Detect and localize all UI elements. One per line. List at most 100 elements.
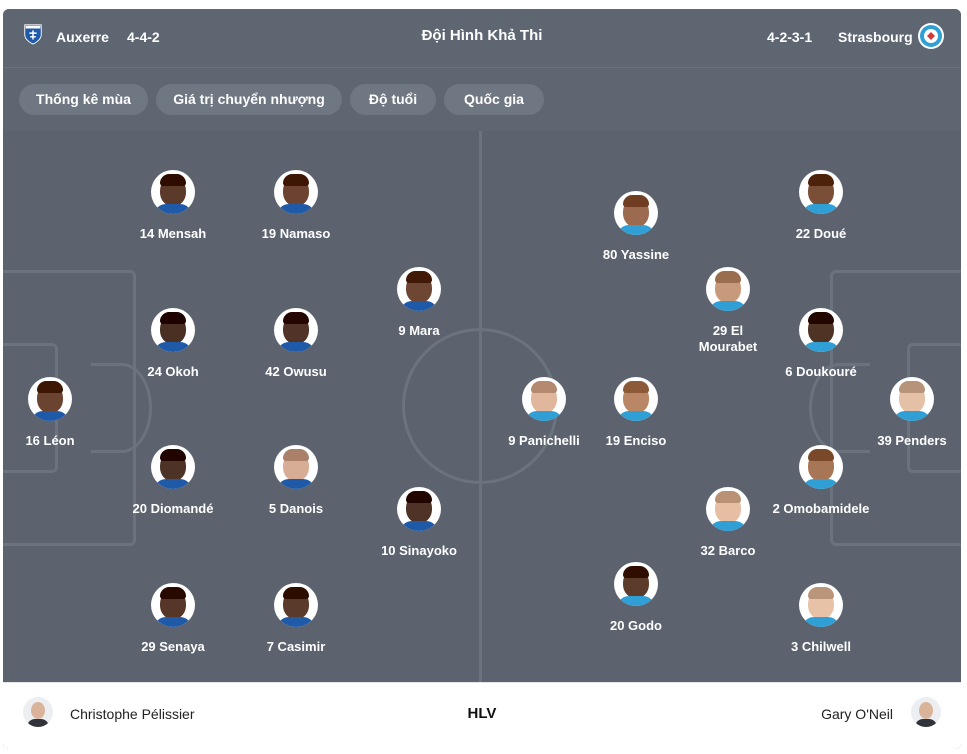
- player-photo: [799, 445, 843, 489]
- home-coach-name[interactable]: Christophe Pélissier: [70, 706, 195, 722]
- player-hair: [623, 381, 649, 393]
- player-hair: [406, 491, 432, 503]
- player-label: 19 Enciso: [605, 433, 667, 448]
- away-team-name[interactable]: Strasbourg: [838, 29, 913, 45]
- player-hair: [160, 587, 186, 599]
- away-player-enciso[interactable]: 19 Enciso: [581, 377, 691, 449]
- player-hair: [37, 381, 63, 393]
- coach-shirt: [27, 719, 49, 727]
- home-player-mensah[interactable]: 14 Mensah: [118, 170, 228, 242]
- player-shirt: [802, 342, 840, 352]
- player-photo: [397, 487, 441, 531]
- player-label: 24 Okoh: [147, 364, 199, 379]
- away-player-yassine[interactable]: 80 Yassine: [581, 191, 691, 263]
- player-photo: [274, 308, 318, 352]
- away-player-barco[interactable]: 32 Barco: [673, 487, 783, 559]
- player-photo: [397, 267, 441, 311]
- home-player-sinayoko[interactable]: 10 Sinayoko: [364, 487, 474, 559]
- player-hair: [283, 449, 309, 461]
- player-label: 29 Senaya: [141, 639, 205, 654]
- player-shirt: [617, 596, 655, 606]
- home-team-name[interactable]: Auxerre: [56, 29, 109, 45]
- player-shirt: [802, 204, 840, 214]
- home-player-diomande[interactable]: 20 Diomandé: [118, 445, 228, 517]
- coach-label: HLV: [467, 705, 497, 722]
- lineup-header: Auxerre 4-4-2 Đội Hình Khả Thi 4-2-3-1 S…: [3, 9, 961, 68]
- player-label: 5 Danois: [268, 501, 324, 516]
- home-formation: 4-4-2: [127, 29, 160, 45]
- player-label: 9 Mara: [398, 323, 440, 338]
- away-player-penders[interactable]: 39 Penders: [867, 377, 957, 449]
- away-coach-avatar[interactable]: [911, 697, 941, 727]
- player-hair: [808, 449, 834, 461]
- away-player-godo[interactable]: 20 Godo: [581, 562, 691, 634]
- player-hair: [160, 449, 186, 461]
- home-player-mara[interactable]: 9 Mara: [364, 267, 474, 339]
- player-photo: [274, 170, 318, 214]
- player-label: 9 Panichelli: [508, 433, 580, 448]
- player-photo: [799, 308, 843, 352]
- player-label: 20 Godo: [609, 618, 662, 633]
- player-shirt: [154, 479, 192, 489]
- away-player-panichelli[interactable]: 9 Panichelli: [489, 377, 599, 449]
- coach-shirt: [915, 719, 937, 727]
- home-player-leon[interactable]: 16 Léon: [3, 377, 105, 449]
- player-hair: [283, 174, 309, 186]
- home-player-okoh[interactable]: 24 Okoh: [118, 308, 228, 380]
- player-shirt: [154, 204, 192, 214]
- home-player-danois[interactable]: 5 Danois: [241, 445, 351, 517]
- player-shirt: [617, 411, 655, 421]
- player-photo: [706, 487, 750, 531]
- player-photo: [614, 191, 658, 235]
- filter-season-stats[interactable]: Thống kê mùa: [19, 84, 148, 115]
- player-hair: [283, 587, 309, 599]
- player-label: 39 Penders: [877, 433, 947, 448]
- player-shirt: [277, 342, 315, 352]
- filter-bar: Thống kê mùa Giá trị chuyển nhượng Độ tu…: [3, 68, 961, 130]
- player-shirt: [277, 204, 315, 214]
- player-photo: [151, 583, 195, 627]
- filter-age[interactable]: Độ tuổi: [350, 84, 436, 115]
- away-player-el-mourabet[interactable]: 29 El Mourabet: [688, 267, 768, 355]
- away-player-chilwell[interactable]: 3 Chilwell: [766, 583, 876, 655]
- player-shirt: [31, 411, 69, 421]
- player-shirt: [400, 301, 438, 311]
- player-label: 80 Yassine: [602, 247, 670, 262]
- away-player-doue[interactable]: 22 Doué: [766, 170, 876, 242]
- player-hair: [406, 271, 432, 283]
- player-shirt: [154, 617, 192, 627]
- coaches-row: Christophe Pélissier HLV Gary O'Neil: [3, 682, 961, 749]
- home-player-casimir[interactable]: 7 Casimir: [241, 583, 351, 655]
- player-photo: [799, 170, 843, 214]
- player-hair: [808, 174, 834, 186]
- home-player-owusu[interactable]: 42 Owusu: [241, 308, 351, 380]
- player-shirt: [277, 617, 315, 627]
- player-hair: [715, 491, 741, 503]
- away-player-doukoure[interactable]: 6 Doukouré: [766, 308, 876, 380]
- home-player-senaya[interactable]: 29 Senaya: [118, 583, 228, 655]
- player-shirt: [617, 225, 655, 235]
- filter-country[interactable]: Quốc gia: [444, 84, 544, 115]
- away-player-omobamidele[interactable]: 2 Omobamidele: [771, 445, 871, 517]
- player-photo: [151, 445, 195, 489]
- player-hair: [899, 381, 925, 393]
- coach-face: [31, 702, 45, 719]
- player-photo: [28, 377, 72, 421]
- player-hair: [160, 312, 186, 324]
- home-player-namaso[interactable]: 19 Namaso: [241, 170, 351, 242]
- player-photo: [151, 170, 195, 214]
- auxerre-logo-icon[interactable]: [22, 23, 44, 45]
- away-coach-name[interactable]: Gary O'Neil: [821, 706, 893, 722]
- filter-transfer-value[interactable]: Giá trị chuyển nhượng: [156, 84, 342, 115]
- player-photo: [614, 377, 658, 421]
- player-hair: [160, 174, 186, 186]
- player-label: 16 Léon: [25, 433, 75, 448]
- player-hair: [623, 566, 649, 578]
- strasbourg-logo-icon[interactable]: [917, 22, 945, 50]
- player-photo: [799, 583, 843, 627]
- home-penalty-arc: [91, 363, 152, 453]
- home-coach-avatar[interactable]: [23, 697, 53, 727]
- player-shirt: [893, 411, 931, 421]
- player-label: 32 Barco: [700, 543, 756, 558]
- player-shirt: [400, 521, 438, 531]
